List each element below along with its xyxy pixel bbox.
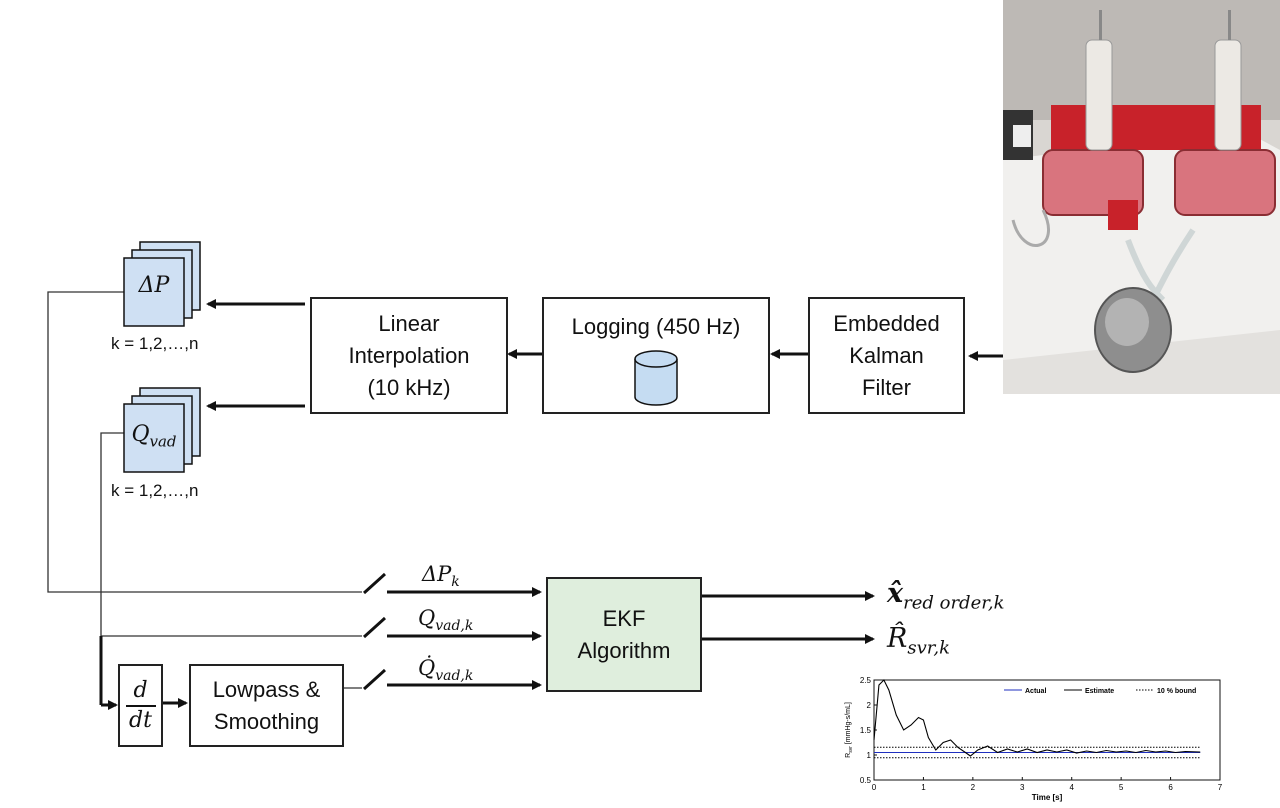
buffer-qvad-index: k = 1,2,…,n: [111, 481, 199, 500]
series-line-1: [873, 679, 1201, 757]
x-tick-label: 6: [1168, 783, 1173, 792]
y-tick-label: 2.5: [860, 676, 872, 685]
y-tick-label: 2: [867, 701, 872, 710]
x-tick-label: 3: [1020, 783, 1025, 792]
buffer-qvad-symbol: Qvad: [131, 422, 177, 451]
switch-dp[interactable]: [362, 572, 542, 597]
wire-dp: [47, 291, 362, 593]
switch-qvad[interactable]: [362, 616, 542, 641]
database-icon: [634, 350, 678, 406]
legend-label: 10 % bound: [1157, 688, 1196, 695]
mock-circulatory-loop-image: [1003, 0, 1280, 394]
legend-label: Estimate: [1085, 688, 1114, 695]
x-tick-label: 4: [1069, 783, 1074, 792]
signal-dp-k: ΔPk: [422, 562, 460, 591]
buffer-qvad: [123, 387, 201, 473]
x-tick-label: 0: [872, 783, 877, 792]
wire-qvad: [100, 432, 362, 637]
buffer-dp-symbol: ΔP: [138, 273, 170, 298]
block-lowpass: Lowpass &Smoothing: [189, 664, 344, 747]
x-axis-label: Time [s]: [1032, 793, 1063, 802]
y-tick-label: 0.5: [860, 776, 872, 785]
y-tick-label: 1.5: [860, 726, 872, 735]
x-tick-label: 2: [971, 783, 976, 792]
output-r-hat: R̂svr,k: [887, 623, 951, 659]
legend-label: Actual: [1025, 688, 1046, 695]
x-tick-label: 5: [1119, 783, 1124, 792]
y-tick-label: 1: [867, 751, 872, 760]
signal-qvad-k: Qvad,k: [418, 606, 474, 635]
x-tick-label: 1: [921, 783, 926, 792]
output-x-hat: x̂red order,k: [887, 578, 1005, 614]
x-tick-label: 7: [1218, 783, 1223, 792]
buffer-dp-index: k = 1,2,…,n: [111, 334, 199, 353]
signal-qdot-k: Q̇vad,k: [418, 656, 474, 685]
y-axis-label: Rsvr [mmHg-s/mL]: [845, 702, 854, 758]
block-derivative: d dt: [118, 664, 163, 747]
switch-qdot[interactable]: [362, 668, 542, 691]
hardware-photo: [1003, 0, 1280, 394]
buffer-dp: [123, 241, 201, 327]
plot-area: [873, 679, 1221, 781]
block-logging: Logging (450 Hz): [542, 297, 770, 414]
